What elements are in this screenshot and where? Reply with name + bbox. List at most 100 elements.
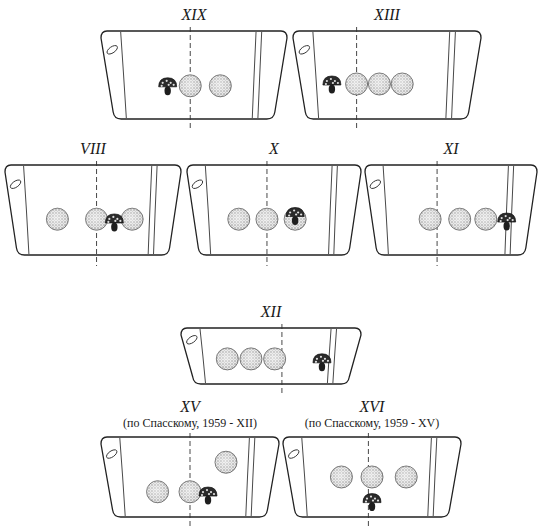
- vessel: [264, 348, 286, 370]
- vessel: [216, 348, 238, 370]
- vessel-shade: [475, 208, 497, 230]
- vessel: [391, 73, 413, 95]
- mushroom-object: [286, 208, 304, 226]
- grave-number: XVI: [282, 398, 462, 416]
- inner-line: [205, 166, 210, 254]
- leaf-mark: [105, 448, 118, 460]
- mushroom-object: [159, 78, 177, 96]
- inner-line: [148, 166, 152, 254]
- plan-heading: X: [186, 140, 362, 158]
- grave-number: XIII: [292, 6, 482, 24]
- leaf-mark: [287, 448, 300, 460]
- vessel-shade: [240, 348, 262, 370]
- grave-drawing: [282, 436, 462, 524]
- vessel-shade: [215, 451, 237, 473]
- inner-line: [251, 438, 255, 516]
- vessel-shade: [228, 208, 250, 230]
- plan-heading: XIX: [100, 6, 288, 24]
- grave-plan: XI: [364, 140, 538, 262]
- vessel: [368, 73, 390, 95]
- inner-line: [329, 166, 333, 254]
- vessel-shade: [419, 208, 441, 230]
- vessel-shade: [264, 348, 286, 370]
- inner-line: [302, 438, 307, 516]
- vessel-shade: [346, 73, 368, 95]
- grave-plan: VIII: [4, 140, 182, 262]
- vessel: [330, 466, 352, 488]
- grave-number: XII: [180, 303, 362, 321]
- grave-outline: [101, 31, 287, 119]
- vessel-shade: [449, 208, 471, 230]
- inner-line: [446, 32, 450, 118]
- grave-drawing: [180, 327, 362, 391]
- vessel-shade: [368, 73, 390, 95]
- leaf-mark: [9, 178, 22, 190]
- grave-outline: [5, 165, 181, 255]
- plan-heading: XV(по Спасскому, 1959 - XII): [100, 398, 280, 430]
- grave-drawing: [186, 164, 362, 262]
- grave-plan: XIII: [292, 6, 482, 126]
- vessel: [395, 466, 417, 488]
- grave-drawing: [292, 30, 482, 126]
- vessel: [147, 481, 169, 503]
- mushroom-object: [199, 487, 217, 505]
- grave-outline: [365, 165, 537, 255]
- vessel-shade: [284, 208, 306, 230]
- vessel: [346, 73, 368, 95]
- vessel-shade: [179, 75, 201, 97]
- source-note: (по Спасскому, 1959 - XII): [100, 416, 280, 430]
- leaf-mark: [191, 178, 204, 190]
- vessel: [240, 348, 262, 370]
- grave-plan: X: [186, 140, 362, 262]
- plan-heading: VIII: [4, 140, 182, 158]
- grave-plan: XVI(по Спасскому, 1959 - XV): [282, 398, 462, 524]
- grave-drawing: [364, 164, 538, 262]
- grave-number: XIX: [100, 6, 288, 24]
- vessel: [121, 208, 143, 230]
- vessel-shade: [121, 208, 143, 230]
- vessel: [284, 208, 306, 230]
- inner-line: [383, 166, 388, 254]
- vessel: [475, 208, 497, 230]
- vessel: [46, 208, 68, 230]
- inner-line: [121, 32, 127, 118]
- mushroom-object: [323, 76, 341, 94]
- inner-line: [433, 438, 437, 516]
- vessel: [86, 208, 108, 230]
- grave-plan: XV(по Спасскому, 1959 - XII): [100, 398, 280, 524]
- grave-drawing: [4, 164, 182, 262]
- inner-line: [258, 32, 262, 118]
- grave-plan: XIX: [100, 6, 288, 126]
- grave-number: XV: [100, 398, 280, 416]
- vessel-shade: [256, 208, 278, 230]
- vessel-shade: [395, 466, 417, 488]
- inner-line: [246, 438, 250, 516]
- vessel-shade: [46, 208, 68, 230]
- grave-plan: XII: [180, 303, 362, 391]
- inner-line: [154, 166, 158, 254]
- inner-line: [120, 438, 125, 516]
- inner-line: [428, 438, 432, 516]
- inner-line: [24, 166, 29, 254]
- inner-line: [333, 329, 337, 383]
- plan-heading: XII: [180, 303, 362, 321]
- vessel-shade: [330, 466, 352, 488]
- inner-line: [505, 166, 508, 254]
- vessel: [449, 208, 471, 230]
- inner-line: [200, 329, 205, 383]
- grave-number: VIII: [4, 140, 182, 158]
- grave-outline: [181, 328, 361, 384]
- source-note: (по Спасскому, 1959 - XV): [282, 416, 462, 430]
- grave-number: X: [186, 140, 362, 158]
- vessel: [209, 75, 231, 97]
- inner-line: [334, 166, 338, 254]
- vessel-shade: [147, 481, 169, 503]
- grave-number: XI: [364, 140, 538, 158]
- leaf-mark: [185, 334, 198, 346]
- grave-outline: [283, 437, 461, 517]
- inner-line: [452, 32, 456, 118]
- grave-outline: [187, 165, 361, 255]
- plan-heading: XVI(по Спасскому, 1959 - XV): [282, 398, 462, 430]
- vessel: [179, 75, 201, 97]
- mushroom-object: [363, 494, 381, 512]
